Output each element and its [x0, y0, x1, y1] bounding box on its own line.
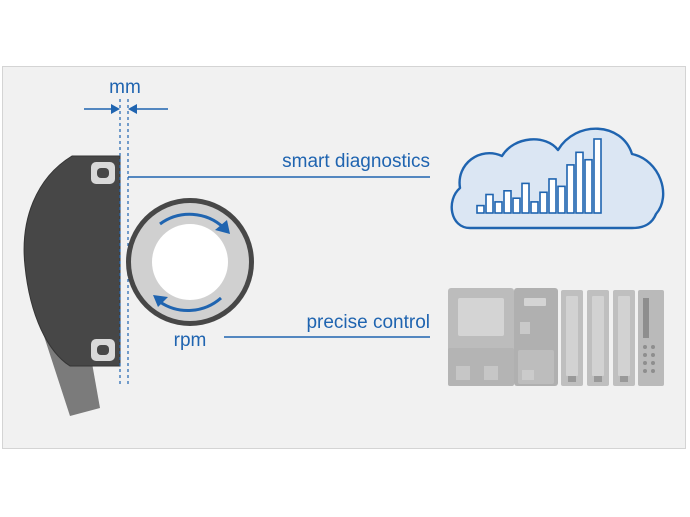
cloud-bar [530, 201, 539, 214]
cloud-bar [566, 164, 575, 214]
cloud-bar [494, 201, 503, 214]
cloud-bar [512, 197, 521, 214]
cloud-bar [575, 151, 584, 214]
cloud-bar-chart [476, 138, 602, 214]
cloud-bar [593, 138, 602, 214]
speed-label: rpm [174, 330, 207, 351]
cloud-bar [485, 193, 494, 214]
distance-marker [84, 99, 168, 385]
cloud-bar [503, 190, 512, 214]
cloud-bar [557, 185, 566, 214]
cloud-bar [584, 158, 593, 214]
cloud-bar [548, 178, 557, 214]
distance-label: mm [109, 77, 141, 98]
control-label: precise control [306, 312, 430, 333]
cloud-analytics-icon [450, 127, 665, 230]
cloud-bar [476, 204, 485, 214]
cloud-bar [521, 182, 530, 214]
rotating-target-icon [126, 198, 254, 326]
diagnostics-label: smart diagnostics [282, 151, 430, 172]
cloud-bar [539, 191, 548, 214]
inductive-sensor-icon [23, 155, 121, 416]
plc-controller-icon [448, 288, 664, 386]
